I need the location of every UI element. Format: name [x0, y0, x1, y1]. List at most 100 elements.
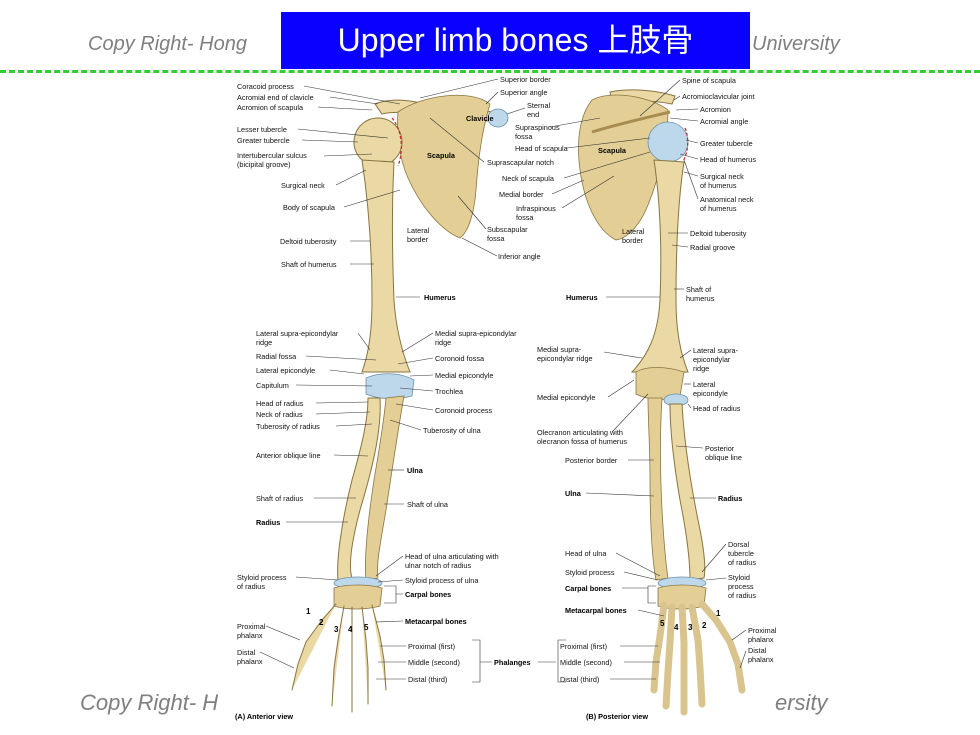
label-humerus-anterior: Humerus — [424, 293, 456, 302]
label-clavicle: Clavicle — [466, 114, 494, 123]
posterior-digit-5: 5 — [660, 619, 665, 628]
label-distal-phalanx-posterior: Distal — [748, 646, 767, 655]
label-middle-second-posterior: Middle (second) — [560, 658, 612, 667]
anterior-labels-center: Superior border Superior angle Sternal e… — [235, 75, 556, 721]
label-acromion-scapula: Acromion of scapula — [237, 103, 304, 112]
label-subscapular: Subscapular — [487, 225, 528, 234]
posterior-digit-3: 3 — [688, 623, 693, 632]
anterior-digit-3: 3 — [334, 625, 339, 634]
label-humerus-posterior: Humerus — [566, 293, 598, 302]
label-lateral-epicondyle: Lateral epicondyle — [256, 366, 315, 375]
label-distal-phalanx: Distal — [237, 648, 256, 657]
slide-title: Upper limb bones 上肢骨 — [281, 12, 750, 69]
label-anterior-oblique: Anterior oblique line — [256, 451, 321, 460]
label-medial-border: Medial border — [499, 190, 544, 199]
label-metacarpal-anterior: Metacarpal bones — [405, 617, 467, 626]
label-dorsal-tubercle-2: tubercle — [728, 549, 754, 558]
posterior-digit-4: 4 — [674, 623, 679, 632]
label-surgical-neck-posterior-2: of humerus — [700, 181, 737, 190]
posterior-ulna — [647, 397, 669, 581]
anterior-digit-4: 4 — [348, 625, 353, 634]
label-intertubercular-sulcus: Intertubercular sulcus — [237, 151, 307, 160]
label-styloid-radius-posterior-3: of radius — [728, 591, 756, 600]
label-lateral-border-2: border — [407, 235, 429, 244]
label-medial-epicondyle-posterior: Medial epicondyle — [537, 393, 595, 402]
label-olecranon-2: olecranon fossa of humerus — [537, 437, 627, 446]
label-lateral-supra-ridge-2: ridge — [256, 338, 272, 347]
posterior-humerus-shaft — [630, 159, 689, 373]
label-greater-tubercle: Greater tubercle — [237, 136, 290, 145]
label-suprascapular-notch: Suprascapular notch — [487, 158, 554, 167]
label-shaft-humerus-posterior-2: humerus — [686, 294, 715, 303]
label-tuberosity-ulna: Tuberosity of ulna — [423, 426, 482, 435]
label-acromial-angle: Acromial angle — [700, 117, 748, 126]
label-deltoid-tuberosity: Deltoid tuberosity — [280, 237, 337, 246]
label-end: end — [527, 110, 539, 119]
caption-posterior-view: (B) Posterior view — [586, 712, 648, 721]
label-trochlea: Trochlea — [435, 387, 464, 396]
label-surgical-neck: Surgical neck — [281, 181, 325, 190]
posterior-digit-1: 1 — [716, 609, 721, 618]
label-shaft-radius: Shaft of radius — [256, 494, 303, 503]
label-radius-posterior: Radius — [718, 494, 742, 503]
label-head-humerus: Head of humerus — [700, 155, 756, 164]
label-shaft-humerus: Shaft of humerus — [281, 260, 337, 269]
label-coracoid-process: Coracoid process — [237, 82, 294, 91]
label-radial-groove: Radial groove — [690, 243, 735, 252]
label-styloid-radius-posterior-2: process — [728, 582, 754, 591]
label-greater-tubercle-posterior: Greater tubercle — [700, 139, 753, 148]
label-radial-fossa: Radial fossa — [256, 352, 297, 361]
label-distal-third-posterior: Distal (third) — [560, 675, 599, 684]
label-lateral-supra-posterior-3: ridge — [693, 364, 709, 373]
label-proximal-phalanx-posterior-2: phalanx — [748, 635, 774, 644]
posterior-labels-center: Supraspinous fossa Head of scapula Supra… — [429, 117, 665, 721]
anterior-humerus-shaft — [361, 159, 411, 373]
label-posterior-oblique-2: oblique line — [705, 453, 742, 462]
label-acromion-posterior: Acromion — [700, 105, 731, 114]
label-shaft-ulna: Shaft of ulna — [407, 500, 449, 509]
label-lateral-border-posterior: Lateral — [622, 227, 645, 236]
label-metacarpal-posterior: Metacarpal bones — [565, 606, 627, 615]
label-coronoid-process: Coronoid process — [435, 406, 493, 415]
label-lesser-tubercle: Lesser tubercle — [237, 125, 287, 134]
label-supraspinous-2: fossa — [515, 132, 533, 141]
anterior-fingers — [291, 603, 387, 713]
label-carpal-bones-posterior: Carpal bones — [565, 584, 611, 593]
label-surgical-neck-posterior: Surgical neck — [700, 172, 744, 181]
label-dorsal-tubercle: Dorsal — [728, 540, 749, 549]
label-proximal-phalanx-posterior: Proximal — [748, 626, 777, 635]
watermark-bottom-left: Copy Right- H — [80, 690, 219, 715]
label-proximal-first-anterior: Proximal (first) — [408, 642, 455, 651]
anterior-sternal-end — [487, 108, 509, 128]
label-dorsal-tubercle-3: of radius — [728, 558, 756, 567]
posterior-scapula — [578, 94, 669, 241]
label-olecranon: Olecranon articulating with — [537, 428, 623, 437]
label-styloid-ulna: Styloid process of ulna — [405, 576, 479, 585]
label-medial-epicondyle: Medial epicondyle — [435, 371, 493, 380]
label-medial-supra-posterior-2: epicondylar ridge — [537, 354, 593, 363]
label-medial-supra-ridge-2: ridge — [435, 338, 451, 347]
label-styloid-process-posterior: Styloid process — [565, 568, 615, 577]
anterior-elbow-cartilage — [365, 373, 415, 400]
label-lateral-epicondyle-posterior-2: epicondyle — [693, 389, 728, 398]
label-radius: Radius — [256, 518, 280, 527]
label-lateral-supra-ridge: Lateral supra-epicondylar — [256, 329, 339, 338]
label-subscapular-fossa: fossa — [487, 234, 505, 243]
label-styloid-radius-2: of radius — [237, 582, 265, 591]
label-head-ulna-posterior: Head of ulna — [565, 549, 607, 558]
posterior-labels-right: Spine of scapula Acromioclavicular joint… — [639, 76, 777, 669]
label-coronoid-fossa: Coronoid fossa — [435, 354, 485, 363]
label-styloid-radius: Styloid process — [237, 573, 287, 582]
label-posterior-border: Posterior border — [565, 456, 618, 465]
anterior-carpal-bones — [333, 584, 383, 610]
label-shaft-humerus-posterior: Shaft of — [686, 285, 712, 294]
label-scapula-anterior: Scapula — [427, 151, 456, 160]
label-inferior-angle: Inferior angle — [498, 252, 541, 261]
label-lateral-epicondyle-posterior: Lateral — [693, 380, 716, 389]
label-carpal-bones-anterior: Carpal bones — [405, 590, 451, 599]
label-head-ulna-2: ulnar notch of radius — [405, 561, 471, 570]
label-anatomical-neck-2: of humerus — [700, 204, 737, 213]
label-head-radius: Head of radius — [256, 399, 304, 408]
watermark-top-right: University — [752, 33, 840, 55]
label-head-ulna: Head of ulna articulating with — [405, 552, 499, 561]
